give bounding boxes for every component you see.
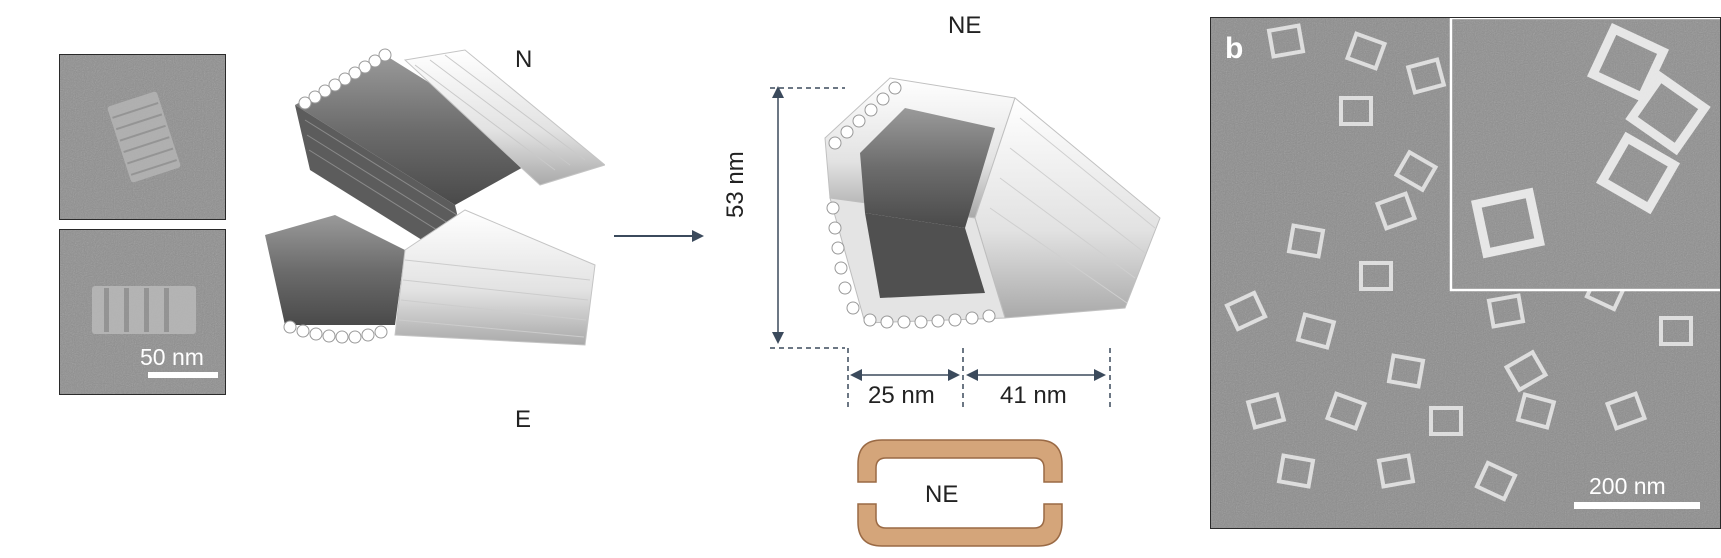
transition-arrow xyxy=(614,230,704,242)
tem-image-bottom: 50 nm xyxy=(59,229,226,395)
scale-bar-label-50nm: 50 nm xyxy=(140,344,204,370)
exploded-origami-svg xyxy=(265,48,605,346)
dimension-lines xyxy=(770,86,1111,410)
dim-height-label: 53 nm xyxy=(722,151,749,218)
assembled-origami-render xyxy=(805,58,1165,348)
label-e: E xyxy=(515,406,532,433)
scale-bar-label-200nm: 200 nm xyxy=(1589,473,1666,499)
dim-width-right-label: 41 nm xyxy=(1000,382,1067,409)
label-ne-top: NE xyxy=(948,12,982,39)
assembled-origami-svg xyxy=(824,77,1161,329)
panel-b-letter: b xyxy=(1225,32,1244,65)
ne-schematic xyxy=(857,439,1063,547)
tem-image-top xyxy=(59,54,226,220)
tem-micrograph-b: b 200 nm xyxy=(1210,17,1721,529)
dim-width-left-label: 25 nm xyxy=(868,382,935,409)
exploded-origami-render xyxy=(265,45,605,375)
schematic-label-ne: NE xyxy=(925,481,959,508)
label-n: N xyxy=(515,46,533,73)
